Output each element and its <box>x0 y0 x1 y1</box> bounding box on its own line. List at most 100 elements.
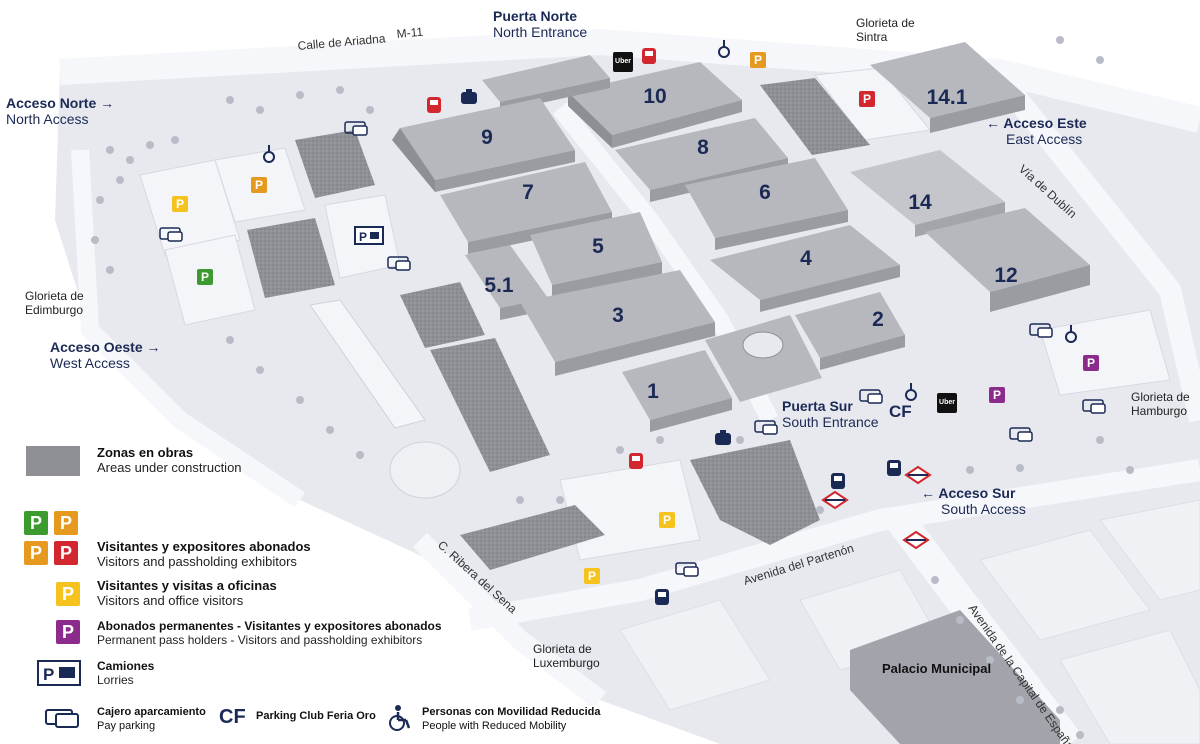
taxi-icon <box>715 430 731 445</box>
wheelchair-icon <box>389 705 411 731</box>
hall-label-6: 6 <box>759 181 771 204</box>
west-access-label: Acceso Oeste → West Access <box>50 339 161 371</box>
south-access-es: Acceso Sur <box>938 485 1016 501</box>
legend-pay-es: Cajero aparcamiento <box>97 706 206 718</box>
legend-office-en: Visitors and office visitors <box>97 593 244 608</box>
hall-3-shape <box>520 270 715 376</box>
hall-label-2: 2 <box>872 308 884 331</box>
parking-purple-icon: P <box>1083 355 1099 371</box>
street-m11: M-11 <box>396 25 424 41</box>
bus-icon <box>427 97 441 113</box>
pay-parking-icon <box>675 562 699 577</box>
north-access-label: Acceso Norte → North Access <box>6 95 114 127</box>
exhibition-halls <box>392 42 1090 432</box>
hall-label-14-1: 14.1 <box>927 86 968 109</box>
legend-permanent-en: Permanent pass holders - Visitors and pa… <box>97 633 423 647</box>
hall-14-shape <box>850 150 1005 237</box>
hall-label-9: 9 <box>481 126 493 149</box>
parking-yellow-icon: P <box>659 512 675 528</box>
wheelchair-icon <box>1065 325 1077 343</box>
hall-2-shape <box>795 292 905 370</box>
svg-text:P: P <box>43 665 54 684</box>
parking-orange-icon: P <box>24 541 48 565</box>
pay-parking-icon <box>1029 323 1053 338</box>
road-partenon <box>468 459 1200 631</box>
parking-purple-icon: P <box>56 620 80 644</box>
legend-mobility-es: Personas con Movilidad Reducida <box>422 706 601 718</box>
north-entrance-en: North Entrance <box>493 24 588 41</box>
east-access-es: Acceso Este <box>1003 115 1087 131</box>
parking-purple-icon: P <box>989 387 1005 403</box>
parking-yellow-icon: P <box>56 582 80 606</box>
north-entrance-es: Puerta Norte <box>493 8 578 24</box>
legend-pay-en: Pay parking <box>97 719 156 732</box>
wheelchair-icon <box>718 40 730 58</box>
bus-icon <box>655 589 669 605</box>
pay-parking-icon <box>45 709 79 728</box>
parking-orange-icon: P <box>251 177 267 193</box>
legend-construction-en: Areas under construction <box>97 460 242 475</box>
arrow-left-icon: ← <box>986 115 1000 131</box>
bus-icon <box>642 48 656 64</box>
arrow-right-icon: → <box>100 95 115 111</box>
metro-icon <box>821 490 849 510</box>
north-access-en: North Access <box>6 111 89 128</box>
south-access-en: South Access <box>941 501 1026 518</box>
hall-1-shape <box>622 350 732 432</box>
glorieta-hamburgo: Glorieta de Hamburgo <box>1131 390 1190 418</box>
south-access-label: ← Acceso Sur South Access <box>921 485 1026 517</box>
legend-permanent: Abonados permanentes - Visitantes y expo… <box>97 619 442 647</box>
lorry-parking-icon: P <box>354 226 384 245</box>
wheelchair-icon <box>905 383 917 401</box>
north-access-es: Acceso Norte <box>6 95 97 111</box>
hall-14-1-shape <box>870 42 1025 133</box>
palacio-municipal-block <box>850 610 1060 744</box>
parking-orange-icon: P <box>750 52 766 68</box>
hall-label-4: 4 <box>800 247 812 270</box>
palacio-municipal-label: Palacio Municipal <box>882 661 992 676</box>
legend-lorries: Camiones Lorries <box>97 659 154 687</box>
svg-text:P: P <box>359 230 367 244</box>
legend-passholders-en: Visitors and passholding exhibitors <box>97 554 297 569</box>
glorieta-edimburgo: Glorieta de Edimburgo <box>25 289 84 317</box>
trees <box>91 36 1134 739</box>
pay-parking-icon <box>1082 399 1106 414</box>
hall-label-8: 8 <box>697 136 709 159</box>
legend-cf-label: Parking Club Feria Oro <box>256 710 376 722</box>
glorieta-sintra: Glorieta de Sintra <box>856 16 915 44</box>
parking-yellow-icon: P <box>584 568 600 584</box>
pay-parking-icon <box>859 389 883 404</box>
hall-label-14: 14 <box>908 191 932 214</box>
legend-lorries-es: Camiones <box>97 659 155 673</box>
south-entrance-label: Puerta Sur South Entrance <box>782 398 879 430</box>
legend-office: Visitantes y visitas a oficinas Visitors… <box>97 578 277 608</box>
south-entrance-en: South Entrance <box>782 414 879 431</box>
east-access-label: ← Acceso Este East Access <box>986 115 1087 147</box>
hall-12-shape <box>925 208 1090 312</box>
west-access-es: Acceso Oeste <box>50 339 143 355</box>
legend-parking-group-icon: P P P P <box>22 509 82 569</box>
north-entrance-label: Puerta Norte North Entrance <box>493 8 587 40</box>
uber-icon: Uber <box>613 52 633 72</box>
bus-icon <box>629 453 643 469</box>
legend-mobility-en: People with Reduced Mobility <box>422 719 567 732</box>
legend-construction-swatch <box>26 446 80 476</box>
road-north <box>59 28 1200 133</box>
lorry-parking-icon: P <box>37 660 81 686</box>
bus-icon <box>887 460 901 476</box>
metro-icon <box>902 530 930 550</box>
legend-pay: Cajero aparcamiento Pay parking <box>97 706 206 734</box>
parking-red-icon: P <box>859 91 875 107</box>
hall-label-12: 12 <box>994 264 1017 287</box>
legend-construction-es: Zonas en obras <box>97 445 194 460</box>
legend-permanent-es: Abonados permanentes - Visitantes y expo… <box>97 619 442 633</box>
bus-icon <box>831 473 845 489</box>
hall-central-shape <box>705 315 822 402</box>
construction-zones <box>247 78 870 570</box>
arrow-right-icon: → <box>146 339 161 355</box>
hall-label-5-1: 5.1 <box>484 274 514 297</box>
hall-4-shape <box>710 225 900 312</box>
west-rotunda <box>389 441 461 499</box>
metro-icon <box>904 465 932 485</box>
